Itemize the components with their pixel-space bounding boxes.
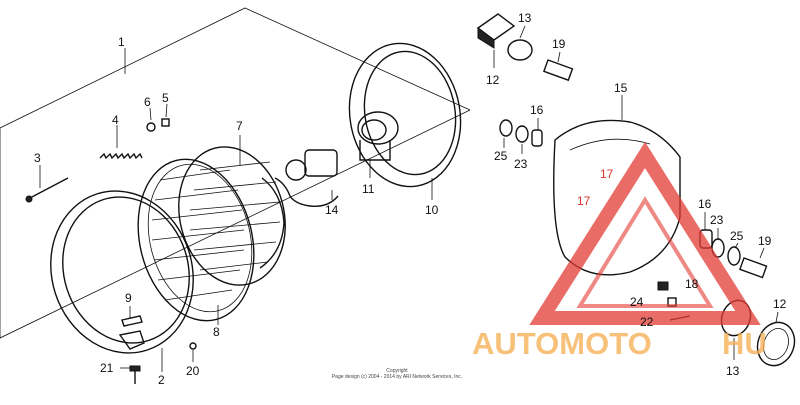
callout-8: 8 (213, 325, 220, 339)
callout-7: 7 (236, 119, 243, 133)
copyright-notice: Copyright Page design (c) 2004 - 2014 by… (302, 368, 492, 380)
callout-13-top: 13 (518, 11, 532, 25)
callout-11: 11 (362, 182, 375, 196)
screw-part-21 (120, 365, 141, 384)
bolt-part-19-top (542, 51, 574, 82)
headlight-unit-part-7 (178, 135, 286, 286)
screw-part-20 (189, 342, 197, 362)
socket-part-11 (357, 111, 399, 178)
watermark-text-main: AUTOMOTO (472, 326, 652, 361)
headlight-case-part-10 (348, 42, 462, 200)
callout-18: 18 (685, 277, 699, 291)
callout-5: 5 (162, 91, 169, 105)
watermark-logo (529, 141, 761, 325)
grommet-part-12-bottom (756, 311, 796, 367)
grommet-part-18 (657, 281, 669, 291)
callout-17-a: 17 (600, 167, 614, 181)
callout-15: 15 (614, 81, 628, 95)
callout-23-right: 23 (710, 213, 724, 227)
headlight-case-part-15 (553, 95, 681, 276)
grommet-part-12-top (476, 13, 533, 68)
washer-part-25-top (499, 119, 513, 148)
watermark-text-tail: HU (722, 326, 767, 361)
callout-24: 24 (630, 295, 644, 309)
callout-23-top: 23 (514, 157, 528, 171)
screw-bolt-part-3 (25, 165, 69, 203)
callout-1: 1 (118, 35, 125, 49)
callout-9: 9 (125, 291, 132, 305)
callout-25-top: 25 (494, 149, 508, 163)
screw-part-9 (121, 306, 143, 327)
headlight-lens-part-8 (137, 158, 255, 325)
callout-25-right: 25 (730, 229, 744, 243)
callout-3: 3 (34, 151, 41, 165)
callout-19-top: 19 (552, 37, 566, 51)
callout-19-right: 19 (758, 234, 772, 248)
callout-16-right: 16 (698, 197, 712, 211)
callout-14: 14 (325, 203, 339, 217)
washer-part-25-right (727, 242, 741, 266)
callout-10: 10 (425, 203, 439, 217)
copyright-line-1: Copyright (386, 368, 408, 374)
callout-13-bottom: 13 (726, 364, 740, 378)
collar-part-16-top (531, 118, 543, 147)
callout-4: 4 (112, 113, 119, 127)
assembly-outline (0, 7, 471, 339)
nut-part-6 (146, 107, 156, 132)
bulb-part-14 (274, 149, 339, 207)
callout-6: 6 (144, 95, 151, 109)
spring-part-4 (99, 125, 143, 160)
callout-20: 20 (186, 364, 200, 378)
headlight-rim-part-2 (50, 190, 194, 372)
washer-part-23-top (515, 125, 529, 154)
callout-12-bottom: 12 (773, 297, 787, 311)
callout-12-top: 12 (486, 73, 500, 87)
nut-part-5 (161, 103, 170, 127)
callout-17-b: 17 (577, 194, 591, 208)
callout-16-top: 16 (530, 103, 544, 117)
callout-21: 21 (100, 361, 114, 375)
copyright-line-2: Page design (c) 2004 - 2014 by ARI Netwo… (331, 374, 463, 380)
callout-22: 22 (640, 315, 654, 329)
bolt-part-19-right (738, 247, 768, 279)
callout-2: 2 (158, 373, 165, 387)
